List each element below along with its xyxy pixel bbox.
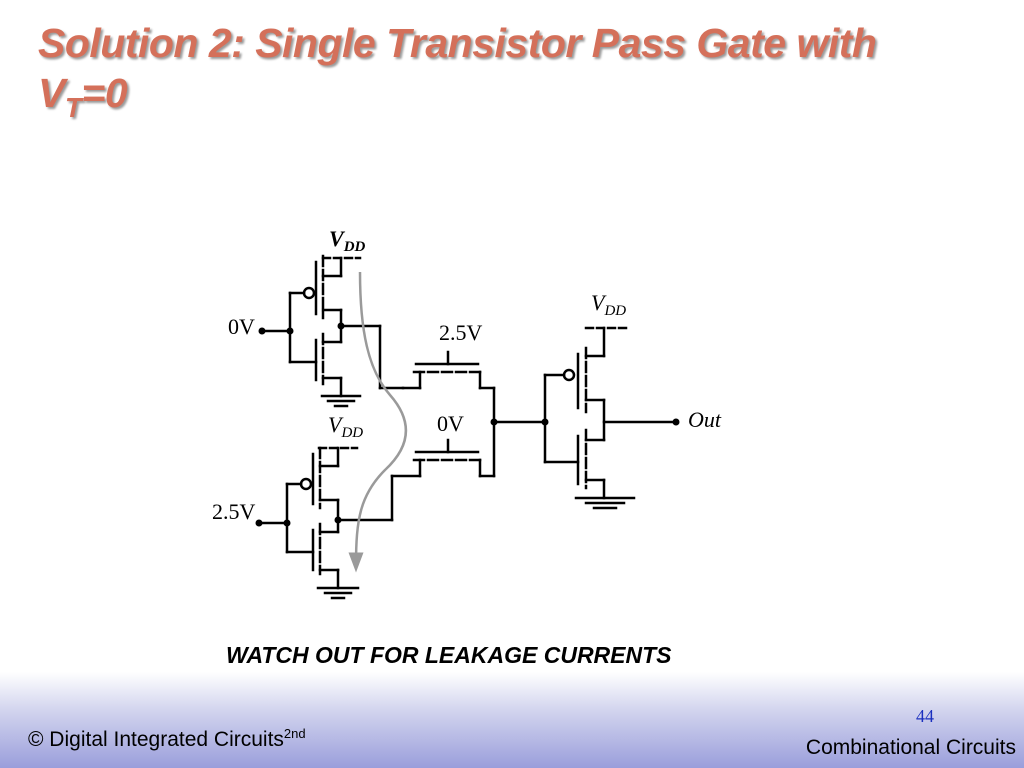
slide-title: Solution 2: Single Transistor Pass Gate …: [38, 18, 998, 133]
vdd-right-label: VDD: [591, 290, 626, 319]
vdd-top-label: VDD: [329, 226, 366, 255]
input-bottom-label: 2.5V: [212, 499, 256, 524]
gate-bottom-label: 0V: [437, 411, 464, 436]
footer-band: [0, 672, 1024, 768]
gate-top-label: 2.5V: [439, 320, 483, 345]
course-title: Combinational Circuits: [805, 736, 1016, 759]
copyright-text: © Digital Integrated Circuits: [28, 728, 284, 751]
title-subscript: T: [64, 92, 82, 123]
junction-dots: [255, 322, 680, 527]
title-main: Solution 2: Single Transistor Pass Gate …: [38, 20, 877, 66]
output-label: Out: [688, 407, 722, 432]
leakage-warning: WATCH OUT FOR LEAKAGE CURRENTS: [226, 642, 672, 668]
edition-superscript: 2nd: [283, 726, 306, 741]
inverter-output: [492, 326, 678, 510]
footer-copyright: © Digital Integrated Circuits2nd: [28, 726, 306, 752]
page-number: 44: [916, 706, 934, 726]
title-v: V: [38, 70, 65, 116]
pass-transistors: [401, 350, 496, 478]
vdd-middle-label: VDD: [328, 412, 363, 441]
input-top-label: 0V: [228, 314, 255, 339]
inverter-bottom: [257, 446, 422, 600]
title-rest: =0: [81, 70, 128, 116]
leakage-current-arrow: [348, 271, 408, 573]
